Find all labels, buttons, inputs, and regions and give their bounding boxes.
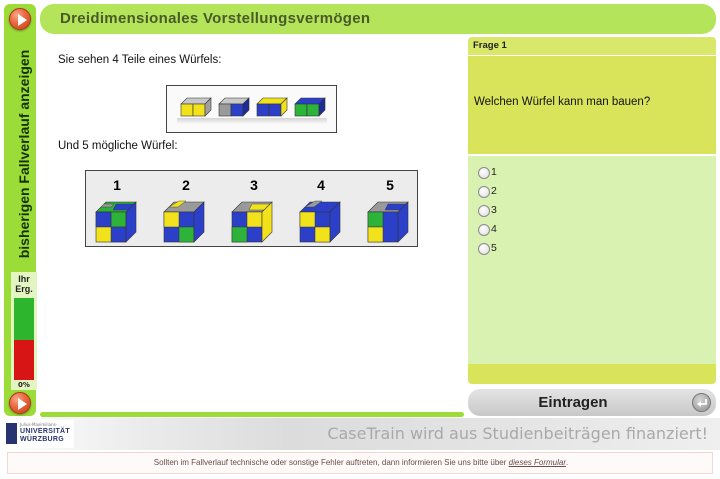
answer-option-label: 4	[491, 223, 497, 235]
cube-parts-image	[166, 85, 337, 133]
question-text: Welchen Würfel kann man bauen?	[474, 96, 651, 108]
cube-5	[367, 201, 409, 243]
submit-button[interactable]: Eintragen	[468, 389, 716, 416]
cube-options-illustration	[95, 200, 409, 243]
submit-label: Eintragen	[538, 394, 608, 411]
play-button-top[interactable]	[9, 8, 31, 30]
play-button-bottom[interactable]	[9, 392, 31, 414]
banner-text: CaseTrain wird aus Studienbeiträgen fina…	[327, 424, 708, 443]
score-label: Ihr Erg.	[11, 274, 37, 294]
radio-button[interactable]	[478, 224, 490, 236]
piece-2	[218, 97, 250, 117]
cube-parts-illustration	[177, 97, 327, 124]
footer-notice: Sollten im Fallverlauf technische oder s…	[7, 452, 713, 474]
logo-line-2: WÜRZBURG	[20, 436, 65, 443]
radio-button[interactable]	[478, 167, 490, 179]
piece-3	[256, 97, 288, 117]
cube-1	[95, 201, 137, 243]
options-text: Und 5 mögliche Würfel:	[58, 140, 178, 152]
university-logo: Julius-Maximilians- UNIVERSITÄT WÜRZBURG	[4, 420, 74, 448]
score-label-line1: Ihr	[18, 274, 30, 284]
answer-option-label: 1	[491, 166, 497, 178]
logo-emblem	[6, 423, 17, 444]
radio-button[interactable]	[478, 186, 490, 198]
piece-4	[294, 97, 326, 117]
intro-text: Sie sehen 4 Teile eines Würfels:	[58, 54, 222, 66]
question-footer	[468, 364, 716, 384]
cube-number-4: 4	[317, 177, 325, 193]
history-label: bisherigen Fallverlauf anzeigen	[16, 49, 32, 259]
cube-number-5: 5	[386, 177, 394, 193]
answer-option-label: 5	[491, 242, 497, 254]
cube-number-2: 2	[182, 177, 190, 193]
score-panel: Ihr Erg. 0%	[11, 272, 37, 390]
radio-button[interactable]	[478, 243, 490, 255]
score-bar	[14, 298, 34, 380]
cube-3	[231, 201, 273, 243]
cube-options-image: 1 2 3 4 5	[85, 170, 418, 247]
page-title: Dreidimensionales Vorstellungsvermögen	[60, 10, 371, 27]
play-icon	[18, 14, 27, 26]
question-header: Frage 1	[468, 37, 716, 55]
sidebar: bisherigen Fallverlauf anzeigen Ihr Erg.…	[4, 4, 37, 416]
cube-4	[299, 200, 341, 243]
cube-number-3: 3	[250, 177, 258, 193]
history-toggle[interactable]: bisherigen Fallverlauf anzeigen	[11, 44, 37, 264]
enter-icon	[692, 393, 711, 412]
score-label-line2: Erg.	[15, 284, 33, 294]
score-percent: 0%	[18, 381, 30, 389]
question-text-area: Welchen Würfel kann man bauen?	[468, 56, 716, 154]
footer-suffix: .	[566, 458, 569, 467]
logo-line-1: UNIVERSITÄT	[20, 428, 70, 435]
radio-button[interactable]	[478, 205, 490, 217]
bottom-bar	[40, 412, 464, 417]
question-number: Frage 1	[473, 40, 507, 51]
sponsor-banner: Julius-Maximilians- UNIVERSITÄT WÜRZBURG…	[0, 418, 720, 450]
play-icon	[18, 398, 27, 410]
score-bar-red	[14, 340, 34, 380]
cube-2	[163, 200, 205, 243]
footer-text: Sollten im Fallverlauf technische oder s…	[8, 458, 714, 467]
footer-message: Sollten im Fallverlauf technische oder s…	[153, 458, 507, 467]
answer-options: 1 2 3 4 5	[468, 156, 716, 364]
logo-subtitle: Julius-Maximilians-	[20, 422, 58, 427]
piece-1	[180, 97, 212, 117]
score-bar-green	[14, 298, 34, 340]
report-form-link[interactable]: dieses Formular	[508, 458, 566, 467]
header: Dreidimensionales Vorstellungsvermögen	[40, 4, 716, 34]
answer-option-label: 2	[491, 185, 497, 197]
answer-option-label: 3	[491, 204, 497, 216]
cube-number-1: 1	[113, 177, 121, 193]
